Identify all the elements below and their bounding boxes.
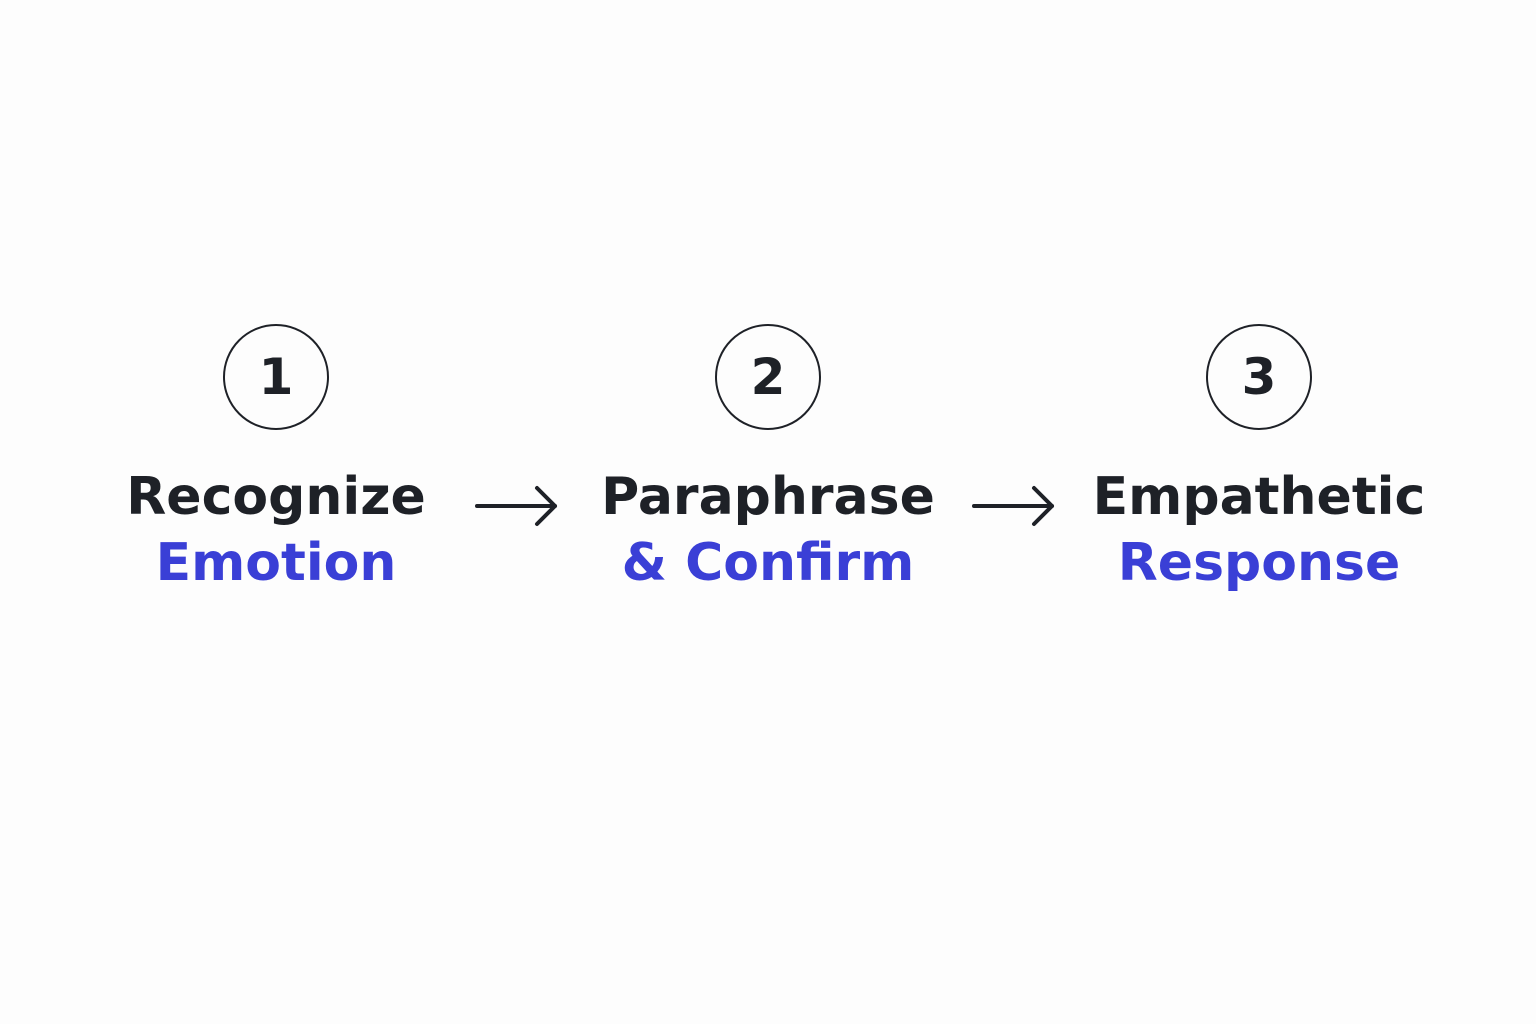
step-number-circle: 2 xyxy=(715,324,821,430)
step-subtitle: & Confirm xyxy=(621,533,915,593)
step-title: Recognize xyxy=(126,467,426,527)
step-subtitle: Response xyxy=(1117,533,1401,593)
step-empathetic-response: 3 Empathetic Response xyxy=(1059,324,1459,596)
step-number-circle: 1 xyxy=(223,324,329,430)
arrow-right-icon xyxy=(972,484,1056,528)
step-number-circle: 3 xyxy=(1206,324,1312,430)
step-number: 2 xyxy=(750,348,786,406)
step-paraphrase-confirm: 2 Paraphrase & Confirm xyxy=(568,324,968,596)
arrow-right-icon xyxy=(475,484,559,528)
step-title: Paraphrase xyxy=(601,467,935,527)
step-title: Empathetic xyxy=(1092,467,1426,527)
step-number: 1 xyxy=(258,348,294,406)
step-subtitle: Emotion xyxy=(155,533,397,593)
step-recognize-emotion: 1 Recognize Emotion xyxy=(76,324,476,596)
step-number: 3 xyxy=(1241,348,1277,406)
